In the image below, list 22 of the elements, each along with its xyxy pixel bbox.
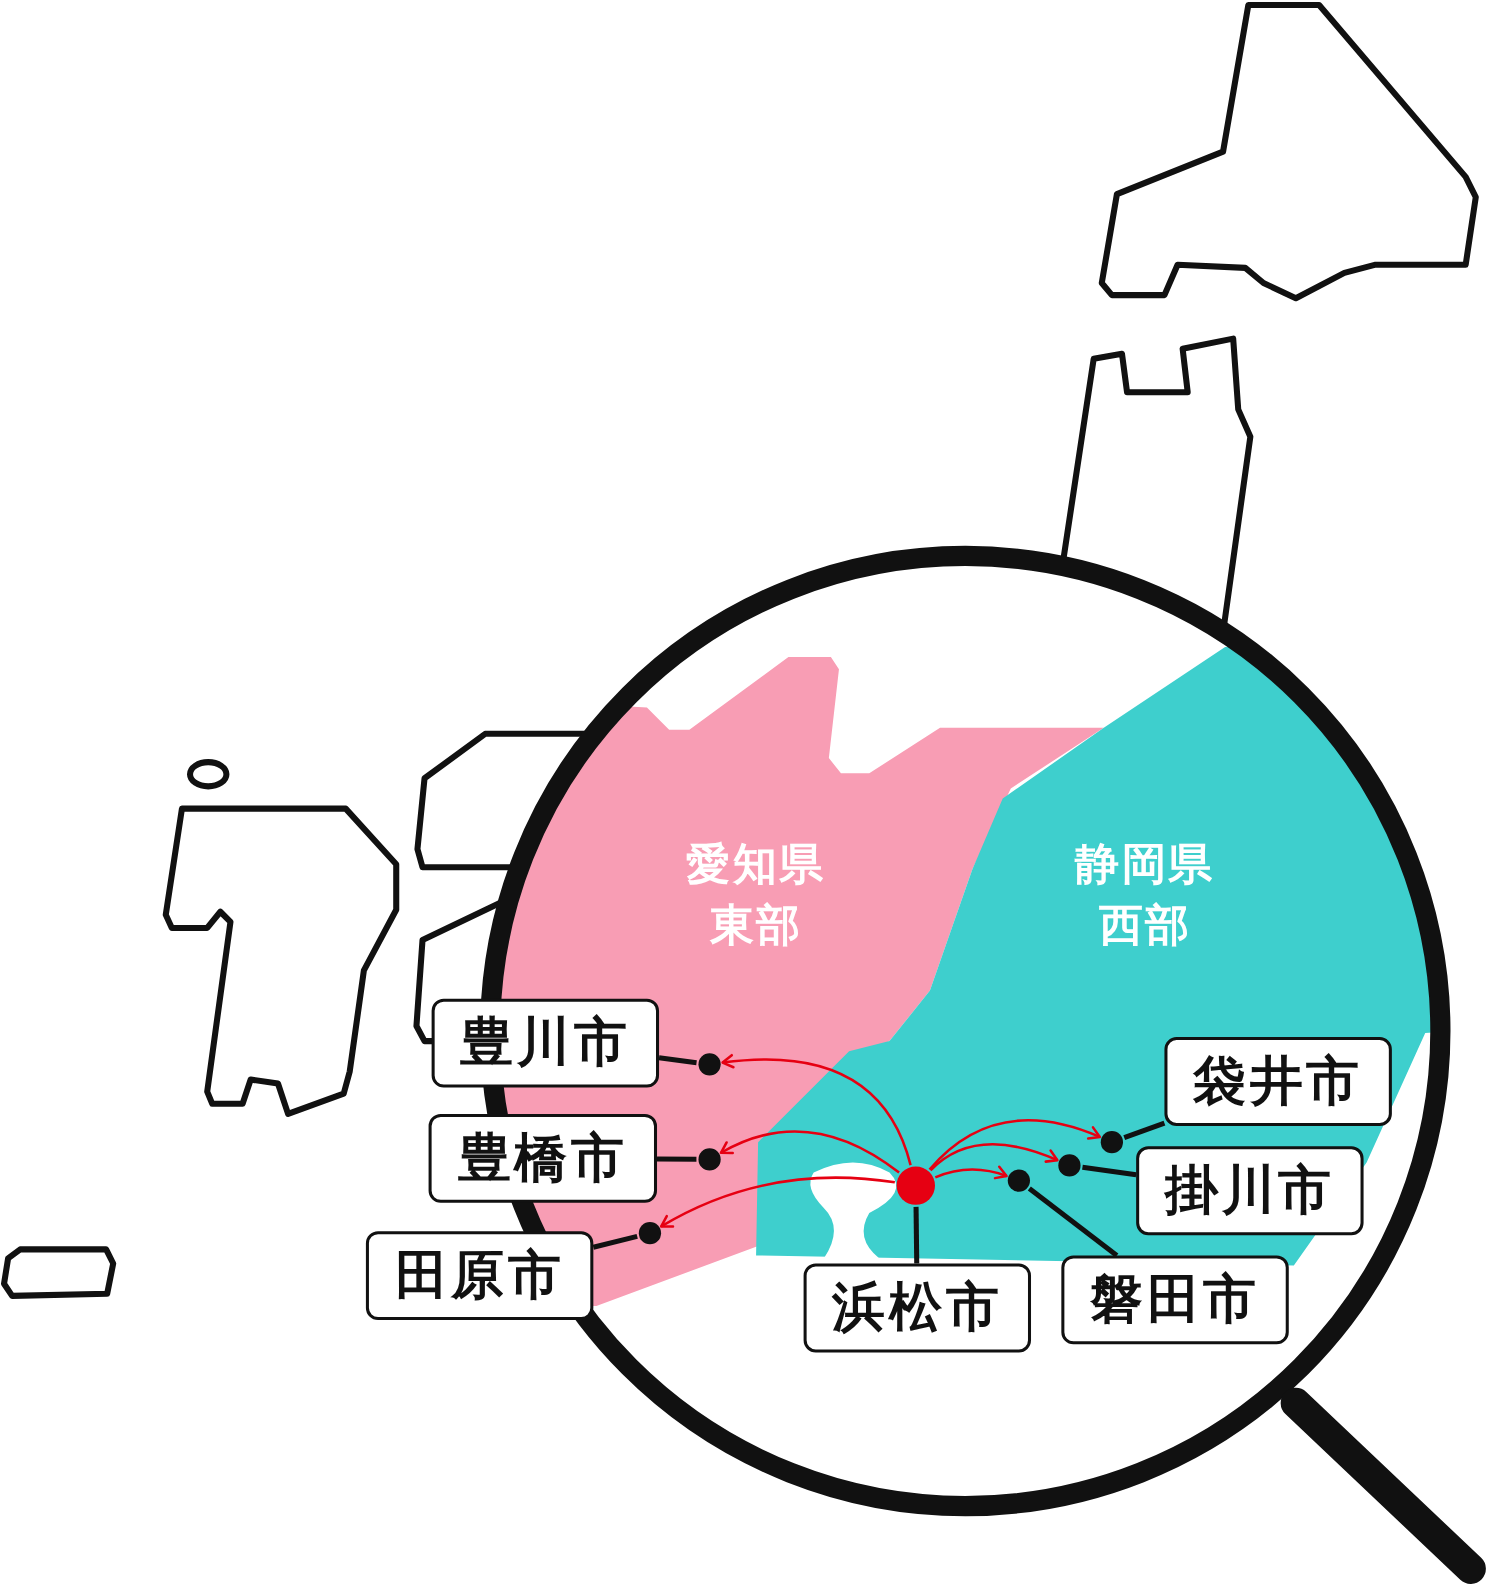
arrow [934,1165,1008,1180]
region-label: 愛知県東部 [685,836,827,953]
arrow [929,1143,1059,1172]
city-label-box: 豊川市 [431,998,660,1088]
arrow [928,1119,1102,1171]
leader-line [1082,1164,1137,1178]
arrow [659,1176,895,1229]
city-label-box: 掛川市 [1136,1146,1364,1236]
city-label-box: 袋井市 [1164,1037,1392,1127]
leader-line [913,1206,920,1264]
city-label-box: 田原市 [365,1231,594,1321]
leader-line [592,1233,638,1250]
arrow [721,1054,912,1166]
leader-line [657,1156,697,1162]
leader-line [1123,1120,1166,1141]
arrow [719,1130,900,1174]
leader-line [658,1055,697,1066]
region-label: 静岡県西部 [1073,836,1216,953]
leader-line [1027,1186,1119,1258]
city-label-box: 浜松市 [803,1263,1031,1353]
city-label-box: 磐田市 [1061,1255,1289,1345]
city-label-box: 豊橋市 [428,1113,657,1203]
